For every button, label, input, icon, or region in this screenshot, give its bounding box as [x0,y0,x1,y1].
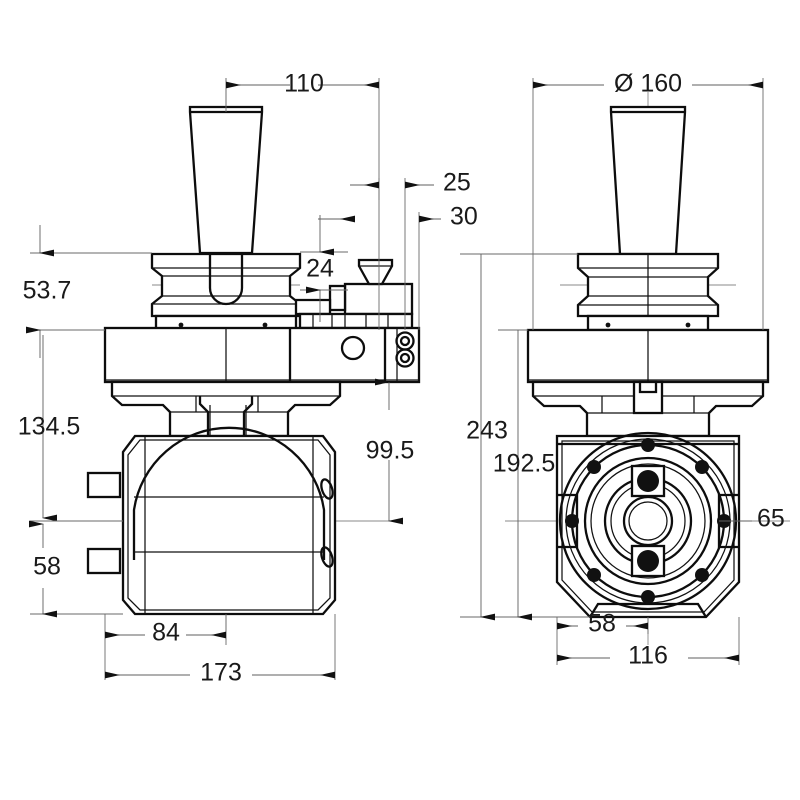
dim-58b-label: 58 [588,610,616,638]
front-view-geometry [505,92,790,645]
dim-65-label: 65 [757,505,785,533]
body-plate-bore [340,335,366,361]
side-view-geometry [55,78,421,640]
side-slot-upper [320,478,334,500]
neck-boss-right [242,396,254,436]
side-lug-upper [86,471,122,499]
dim-58-label: 58 [33,553,61,581]
bolt-hole-w [565,514,579,528]
dim-1345-label: 134.5 [18,413,81,441]
collar-screw-left [178,322,184,328]
bolt-hole-se [695,568,709,582]
nozzle-block-step [328,284,347,312]
side-lug-lower [86,547,122,575]
dim-25-label: 25 [443,169,471,197]
bolt-hole-sw [587,568,601,582]
dim-173-label: 173 [200,659,242,687]
neck-boss-left [198,396,210,436]
dim-30-label: 30 [450,203,478,231]
dim-243-label: 243 [466,417,508,445]
gear-housing-inner-outline [127,439,331,611]
taper-shank-cone [188,105,264,255]
side-view-dimensions: 110 25 30 24 53.7 134.5 58 [18,70,478,687]
front-view-dimensions: Ø 160 243 192.5 65 58 116 [460,70,785,670]
neck-rib-right [245,396,259,436]
main-body-plate [103,326,421,384]
front-neck-center-notch [638,380,658,394]
front-collar-base-plate [586,314,710,332]
bolt-hole-ne [695,460,709,474]
side-slot-lower [320,546,334,568]
dim-995-label: 99.5 [366,437,415,465]
key-plug-upper [637,470,659,492]
front-collar-screw-right [685,322,691,328]
pull-stud-pocket [208,254,244,306]
port-ring-lower-inner [399,352,411,364]
nozzle-block [343,282,414,316]
output-ring-mid-1 [583,456,713,586]
dim-116-label: 116 [628,642,668,670]
gear-housing-outer [121,434,337,616]
neck-rib-left [195,396,211,436]
coolant-nozzle-cone [357,258,394,286]
collar-screw-right [262,322,268,328]
nozzle-base-strip [298,312,414,330]
front-taper-shank-cone [609,105,687,256]
dim-537-label: 53.7 [23,277,72,305]
dim-24-label: 24 [306,255,334,283]
retention-flange-collar [150,252,302,318]
output-spindle-bore-inner [628,501,668,541]
nozzle-ledge [294,298,332,316]
port-ring-lower-outer [395,348,415,368]
bolt-hole-s [641,590,655,604]
dim-1925-label: 192.5 [493,450,556,478]
dim-160-label: Ø 160 [614,70,682,98]
bolt-hole-nw [587,460,601,474]
bolt-hole-n [641,438,655,452]
dim-110-label: 110 [284,70,324,98]
key-plug-lower [637,550,659,572]
port-ring-upper-inner [399,335,411,347]
output-ring-mid-2 [590,463,706,579]
front-collar-screw-left [605,322,611,328]
dim-84-label: 84 [152,619,180,647]
